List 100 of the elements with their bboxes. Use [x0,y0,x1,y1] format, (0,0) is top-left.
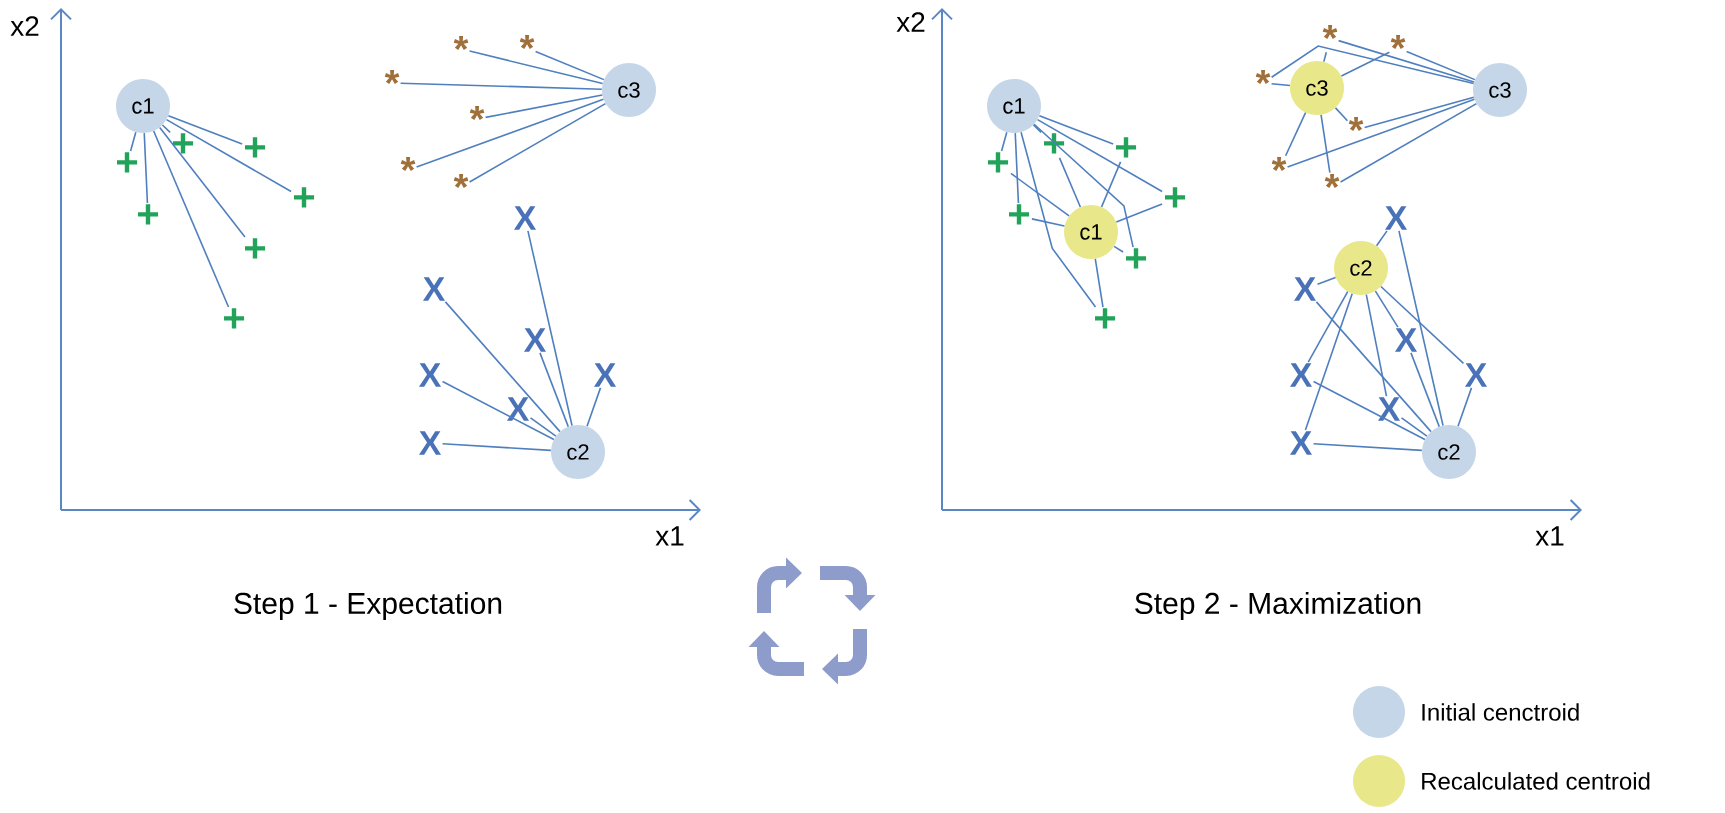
connector-line [586,387,602,428]
connector-line [1031,218,1066,227]
connector-line [1374,290,1399,328]
legend-label: Initial cenctroid [1422,703,1579,721]
plus-marker: + [988,152,1009,173]
asterisk-marker: * [1390,34,1406,50]
connector-line [1316,276,1337,286]
axis-label: x2 [10,16,39,36]
connector-line [1100,161,1122,208]
connector-line [165,118,292,193]
connector-line [1323,51,1328,63]
x-marker: X [523,328,547,352]
connector-line [161,124,171,134]
connector-line [1337,39,1475,83]
x-marker: X [418,363,442,387]
connector-line [1410,352,1441,428]
connector-line [468,50,604,85]
x-marker: X [418,431,442,455]
asterisk-marker: * [400,156,416,172]
plus-marker: + [294,187,315,208]
connector-line [1363,96,1475,129]
plus-marker: + [117,152,138,173]
connector-line [527,230,573,427]
x-marker: X [593,363,617,387]
asterisk-marker: * [384,69,400,85]
connector-line [441,442,552,452]
asterisk-marker: * [1348,116,1364,132]
plus-marker: + [224,308,245,329]
connector-line [1334,107,1349,122]
axis-label: x1 [1535,526,1564,546]
connector-line [1115,203,1163,223]
x-marker: X [1394,328,1418,352]
connector-line [143,132,149,204]
connector-line [1304,292,1353,431]
asterisk-marker: * [1255,69,1271,85]
x-marker: X [422,277,446,301]
connector-line [1320,114,1331,174]
x-marker: X [1293,277,1317,301]
connector-line [1339,102,1478,183]
connector-line [441,380,555,441]
connector-line [167,114,243,145]
x-marker: X [506,397,530,421]
step-caption: Step 1 - Expectation [234,592,502,620]
x-marker: X [1384,206,1408,230]
plus-marker: + [245,238,266,259]
connector-line [1457,387,1473,428]
connector-line [1033,123,1134,248]
connector-line [1340,51,1391,77]
connector-line [1010,172,1070,217]
asterisk-marker: * [1271,156,1287,172]
plus-marker: + [245,137,266,158]
connector-line [1375,230,1388,247]
connector-line [1380,285,1465,365]
connector-line [1036,118,1163,193]
x-marker: X [1464,363,1488,387]
connector-line [529,417,557,437]
connector-line [1113,245,1124,253]
connector-line [158,126,246,238]
x-marker: X [1377,397,1401,421]
connector-line [1032,124,1042,134]
connector-line [1365,293,1388,397]
connector-line [152,130,230,308]
connector-line [468,102,607,183]
asterisk-marker: * [1324,173,1340,189]
connector-line [1398,230,1444,427]
plus-marker: + [138,204,159,225]
connector-line [1286,98,1476,168]
connector-line [534,50,605,81]
connector-line [1315,301,1432,433]
asterisk-marker: * [469,105,485,121]
plus-marker: + [1126,248,1147,269]
connector-line [1000,131,1008,152]
connector-line [1307,290,1349,363]
x-marker: X [513,206,537,230]
connector-line [1405,50,1476,81]
connector-line [415,98,605,168]
connector-line [1270,83,1291,87]
connector-line [1270,45,1475,85]
connector-line [1014,132,1020,204]
step-caption: Step 2 - Maximization [1135,592,1421,620]
connector-line [1312,442,1423,452]
connector-line [444,301,561,433]
connector-line [484,94,604,119]
asterisk-marker: * [453,173,469,189]
legend-label: Recalculated centroid [1422,772,1650,790]
connector-line [399,82,603,90]
x-marker: X [1289,431,1313,455]
axis-label: x1 [655,526,684,546]
asterisk-marker: * [1322,24,1338,40]
connector-line [1284,111,1307,157]
connector-line [1312,380,1426,441]
x-marker: X [1289,363,1313,387]
asterisk-marker: * [453,35,469,51]
plus-marker: + [1095,308,1116,329]
plus-marker: + [1165,187,1186,208]
plus-marker: + [173,133,194,154]
plus-marker: + [1116,137,1137,158]
connector-line [129,131,137,152]
connector-line [1020,131,1097,308]
plus-marker: + [1009,204,1030,225]
